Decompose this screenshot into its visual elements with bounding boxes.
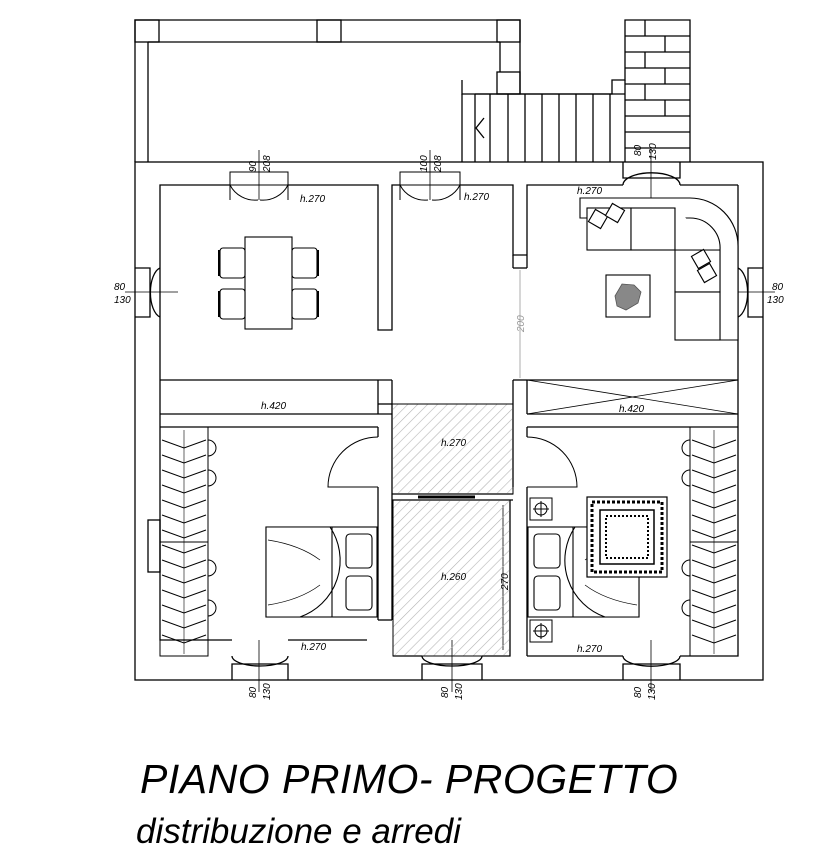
dim-door-left-height: 208 [262,155,273,173]
height-bedroom-right: h.270 [577,644,602,655]
nightstand-bottom [529,619,553,643]
dim-door-left-width: 90 [248,160,259,172]
outer-wall [134,161,764,681]
dim-bottom-mid-width: 80 [440,686,451,698]
height-dining: h.270 [300,194,325,205]
height-closet-right: h.420 [619,404,644,415]
height-living: h.270 [577,186,602,197]
dim-bottom-right-height: 130 [647,683,658,700]
landing-area [391,403,514,495]
corner-sofa [579,197,739,341]
staircase [461,19,691,162]
wardrobe-left [159,426,217,657]
dim-right-height: 130 [767,295,784,306]
coffee-table [605,274,651,318]
rug [586,496,668,578]
height-closet-left: h.420 [261,401,286,412]
dim-top-right-width: 80 [633,144,644,156]
dim-top-right-height: 130 [648,143,659,160]
dim-door-mid-height: 208 [433,155,444,173]
dim-opening: 200 [516,315,527,333]
dining-table [218,236,319,330]
height-hall: h.270 [464,192,489,203]
living-room [512,379,739,415]
height-bedroom-left: h.270 [301,642,326,653]
wardrobe-right [681,426,739,657]
height-corridor: h.260 [441,572,466,583]
plan-subtitle: distribuzione e arredi [136,812,461,851]
nightstand-top [529,497,553,521]
bed-left [265,526,378,618]
dim-left-height: 130 [114,295,131,306]
dim-bottom-left-height: 130 [262,683,273,700]
dim-left-width: 80 [114,282,126,293]
corridor-area [392,499,511,657]
dim-bottom-mid-height: 130 [454,683,465,700]
terrace [134,19,521,162]
height-landing: h.270 [441,438,466,449]
dim-door-mid-width: 100 [419,155,430,172]
plan-title: PIANO PRIMO- PROGETTO [140,756,679,802]
dining-room [160,184,528,415]
dim-corridor-length: 270 [500,573,511,591]
dim-bottom-right-width: 80 [633,686,644,698]
dim-right-width: 80 [772,282,784,293]
dim-bottom-left-width: 80 [248,686,259,698]
